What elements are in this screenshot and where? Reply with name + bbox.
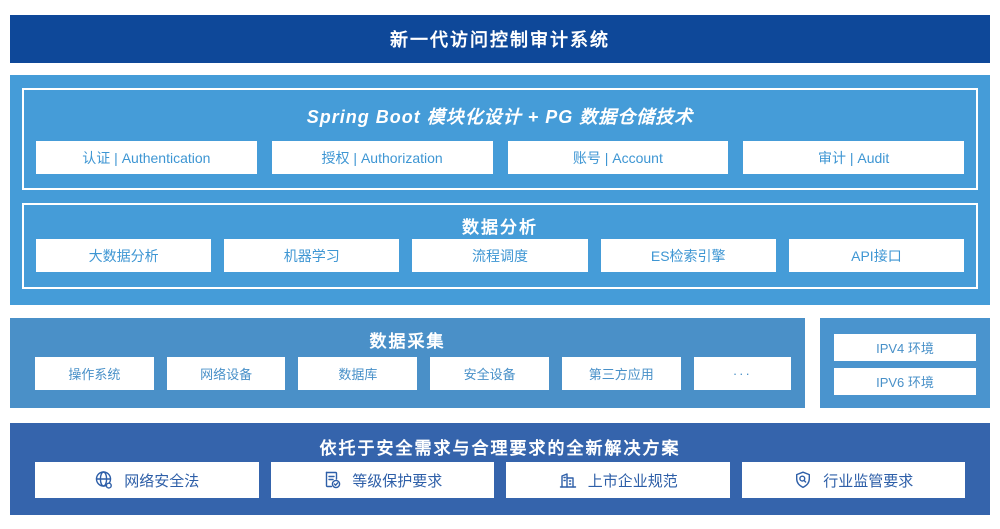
page-title: 新一代访问控制审计系统 xyxy=(390,30,610,50)
module-authorization: 授权 | Authorization xyxy=(271,141,493,174)
system-title-banner: 新一代访问控制审计系统 xyxy=(10,15,990,63)
collection-database: 数据库 xyxy=(298,357,418,390)
solution-listed-company-standard: 上市企业规范 xyxy=(506,462,730,498)
solution-band: 依托于安全需求与合理要求的全新解决方案 网络安全法 xyxy=(10,423,990,515)
module-audit: 审计 | Audit xyxy=(743,141,964,174)
solution-cybersecurity-law: 网络安全法 xyxy=(35,462,259,498)
solution-item-label: 等级保护要求 xyxy=(352,472,443,490)
solution-item-label: 网络安全法 xyxy=(124,472,200,490)
collection-ellipsis: ··· xyxy=(693,357,792,390)
solution-industry-regulation: 行业监管要求 xyxy=(741,462,965,498)
solution-item-label: 上市企业规范 xyxy=(587,472,678,490)
analysis-es-search-engine: ES检索引擎 xyxy=(600,239,776,272)
solution-item-label: 行业监管要求 xyxy=(823,472,914,490)
collection-security-device: 安全设备 xyxy=(430,357,549,390)
collection-operating-system: 操作系统 xyxy=(35,357,154,390)
solution-classified-protection: 等级保护要求 xyxy=(270,462,494,498)
globe-icon xyxy=(94,470,114,490)
analysis-bigdata: 大数据分析 xyxy=(36,239,212,272)
data-analysis-panel: 数据分析 大数据分析 机器学习 流程调度 ES检索引擎 API接口 xyxy=(22,203,978,289)
modules-row: 认证 | Authentication 授权 | Authorization 账… xyxy=(36,141,964,174)
building-icon xyxy=(558,470,578,490)
collection-third-party-app: 第三方应用 xyxy=(561,357,681,390)
collection-row: 操作系统 网络设备 数据库 安全设备 第三方应用 ··· xyxy=(35,357,792,390)
shield-search-icon xyxy=(793,470,813,490)
module-authentication: 认证 | Authentication xyxy=(36,141,257,174)
data-collection-title: 数据采集 xyxy=(369,332,446,351)
data-analysis-title: 数据分析 xyxy=(462,218,538,237)
springboot-modules-panel: Spring Boot 模块化设计 + PG 数据仓储技术 认证 | Authe… xyxy=(22,88,978,190)
module-account: 账号 | Account xyxy=(507,141,729,174)
ip-environment-panel: IPV4 环境 IPV6 环境 xyxy=(820,318,990,408)
analysis-workflow-scheduling: 流程调度 xyxy=(412,239,588,272)
analysis-row: 大数据分析 机器学习 流程调度 ES检索引擎 API接口 xyxy=(36,239,965,272)
analysis-api-interface: API接口 xyxy=(788,239,965,272)
springboot-panel-title: Spring Boot 模块化设计 + PG 数据仓储技术 xyxy=(306,107,694,127)
solution-row: 网络安全法 等级保护要求 xyxy=(35,462,965,498)
platform-layer: Spring Boot 模块化设计 + PG 数据仓储技术 认证 | Authe… xyxy=(10,75,990,305)
document-check-icon xyxy=(322,470,342,490)
data-collection-panel: 数据采集 操作系统 网络设备 数据库 安全设备 第三方应用 ··· xyxy=(10,318,805,408)
collection-network-device: 网络设备 xyxy=(166,357,286,390)
ipv4-environment: IPV4 环境 xyxy=(834,334,976,361)
solution-title: 依托于安全需求与合理要求的全新解决方案 xyxy=(319,439,681,458)
ipv6-environment: IPV6 环境 xyxy=(834,368,976,395)
analysis-machine-learning: 机器学习 xyxy=(224,239,400,272)
